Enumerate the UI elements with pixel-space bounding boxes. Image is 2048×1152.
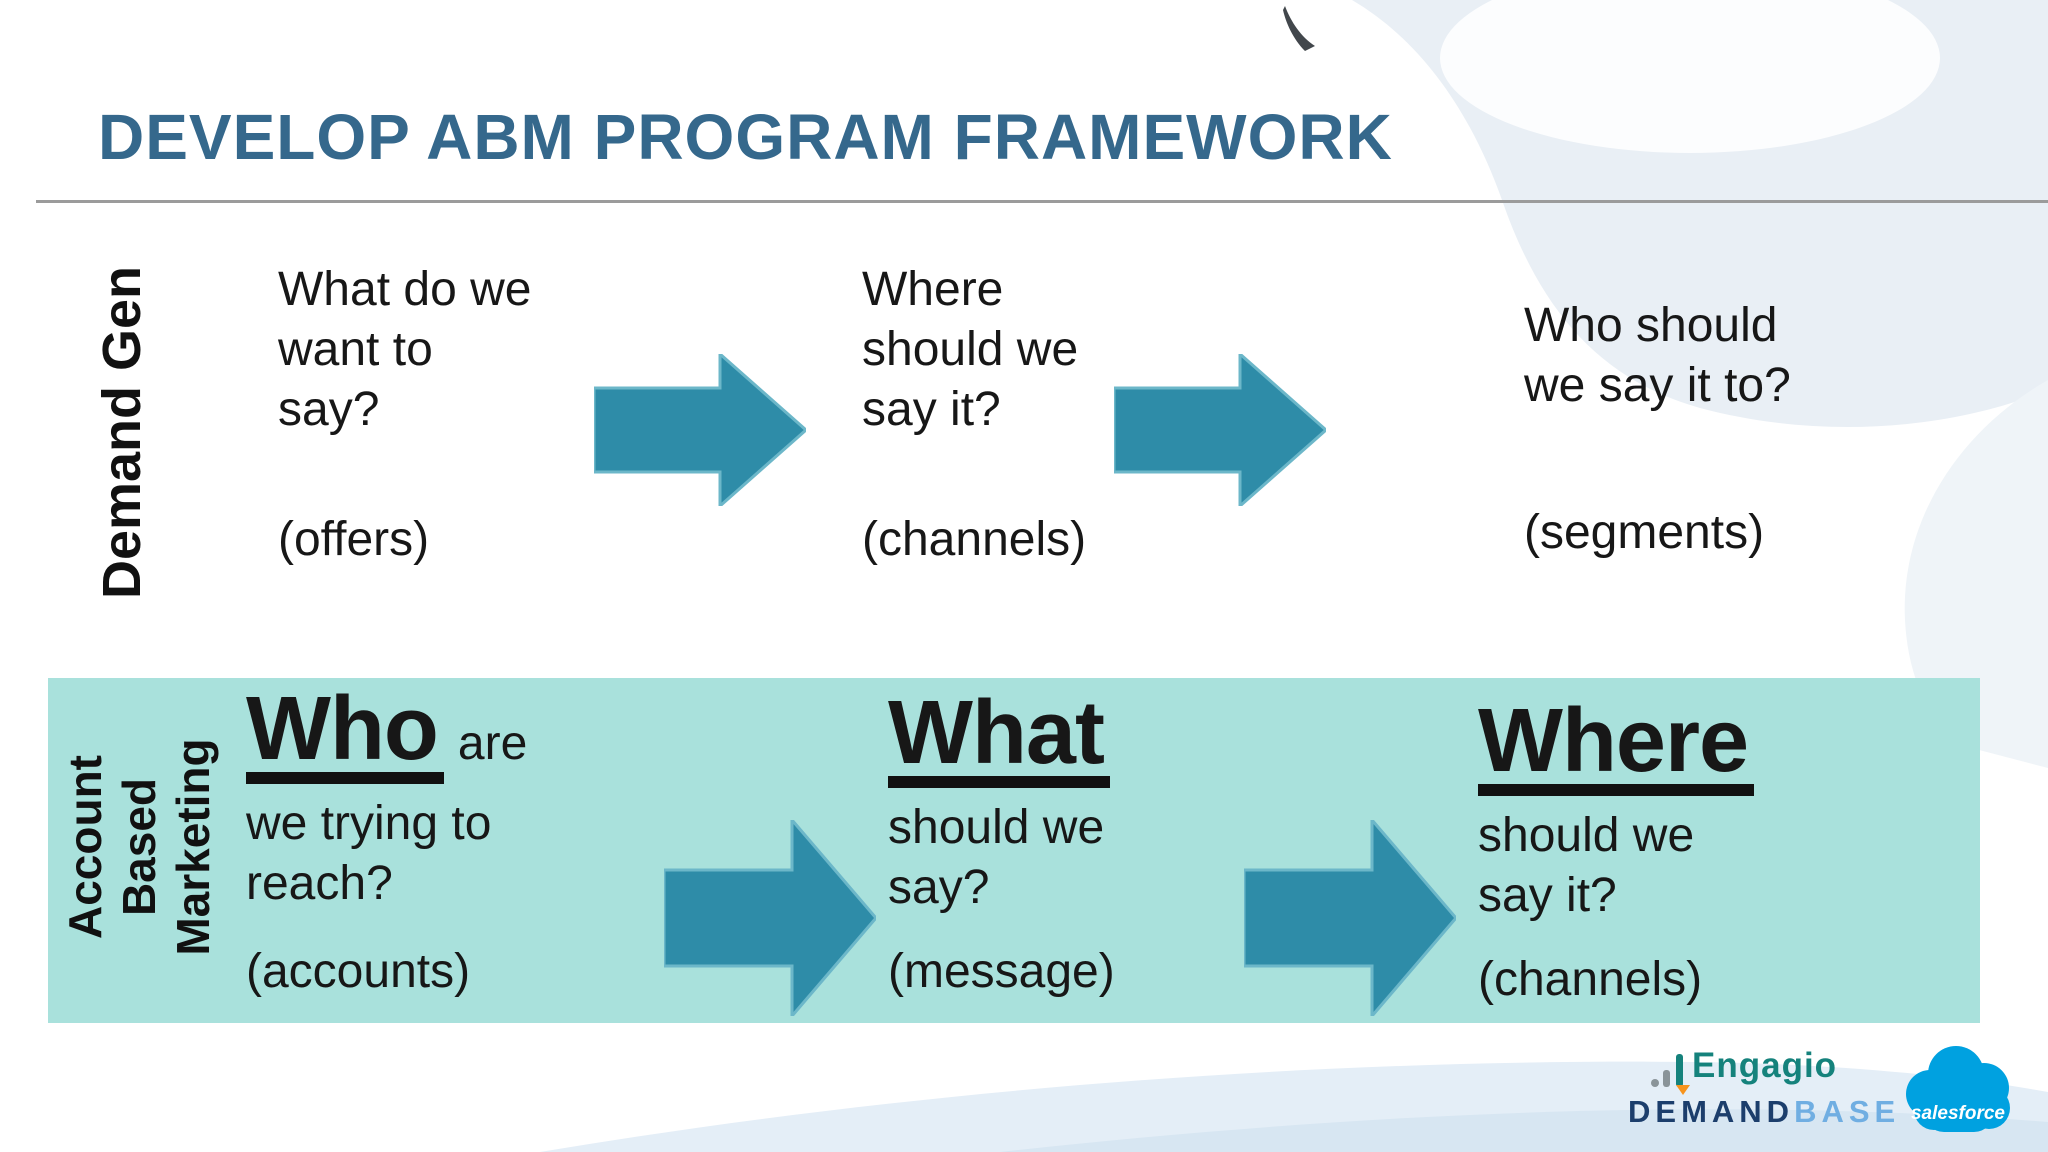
question-block-segments: Who should we say it to?: [1524, 296, 1791, 416]
salesforce-logo: salesforce: [1906, 1046, 2010, 1132]
salesforce-cloud-icon: [1906, 1046, 2010, 1132]
title-divider: [36, 200, 2048, 203]
question-block-message: What should we say?: [888, 688, 1110, 918]
question-bigline: Where: [1478, 696, 1755, 796]
keyword-underlined: Who: [246, 684, 444, 784]
question-line: we trying to: [246, 797, 492, 850]
demandbase-logo: DEMANDBASE: [1628, 1094, 1900, 1130]
highlight-blob-shape: [1440, 0, 1940, 153]
right-arrow-icon: [594, 354, 806, 506]
question-line: we say it to?: [1524, 359, 1791, 412]
question-bigline: What: [888, 688, 1110, 788]
question-line: say?: [888, 861, 990, 914]
right-arrow-icon: [1114, 354, 1326, 506]
question-line: reach?: [246, 857, 393, 910]
question-tag-message: (message): [888, 945, 1115, 998]
keyword-underlined: What: [888, 688, 1110, 788]
demandbase-wordmark-part1: DEMAND: [1628, 1094, 1795, 1129]
row-label-line: Based: [113, 777, 165, 917]
row-label-demand-gen: Demand Gen: [92, 265, 152, 600]
question-block-offers: What do we want to say?: [278, 260, 531, 440]
question-tag-offers: (offers): [278, 513, 430, 566]
demandbase-wordmark-part2: BASE: [1794, 1094, 1901, 1129]
question-tag-accounts: (accounts): [246, 945, 471, 998]
demandbase-caret-icon: [1676, 1085, 1690, 1095]
question-line: Where: [862, 263, 1004, 316]
right-arrow-icon: [664, 820, 876, 1016]
engagio-logo: Engagio: [1650, 1042, 1837, 1088]
row-label-line: Account: [59, 755, 111, 939]
question-tag-where-channels: (channels): [1478, 953, 1703, 1006]
keyword-underlined: Where: [1478, 696, 1755, 796]
question-line: say?: [278, 383, 380, 436]
question-block-where-channels: Where should we say it?: [1478, 696, 1755, 926]
question-line: want to: [278, 323, 433, 376]
cursor-mark-icon: [1283, 6, 1315, 51]
question-line: should we: [1478, 809, 1695, 862]
question-tag-segments: (segments): [1524, 506, 1765, 559]
question-line: should we: [888, 801, 1105, 854]
abm-band: [48, 678, 1980, 1023]
question-line: say it?: [862, 383, 1001, 436]
question-line: say it?: [1478, 869, 1617, 922]
bottom-wave-deep-shape: [1000, 1109, 2048, 1152]
engagio-wordmark: Engagio: [1692, 1046, 1838, 1085]
right-arrow-icon: [1244, 820, 1456, 1016]
salesforce-wordmark: salesforce: [1911, 1103, 2005, 1124]
question-line: What do we: [278, 263, 532, 316]
question-line: Who should: [1524, 299, 1778, 352]
row-label-line: Marketing: [167, 738, 219, 956]
row-label-account-based-marketing: Account Based Marketing: [58, 680, 223, 1014]
question-tag-channels: (channels): [862, 513, 1087, 566]
engagio-bars-icon: [1651, 1054, 1683, 1087]
right-edge-tint-shape: [1904, 380, 2048, 768]
question-line: should we: [862, 323, 1079, 376]
page-title: DEVELOP ABM PROGRAM FRAMEWORK: [98, 101, 1393, 173]
keyword-suffix: are: [457, 717, 528, 770]
question-block-channels: Where should we say it?: [862, 260, 1078, 440]
